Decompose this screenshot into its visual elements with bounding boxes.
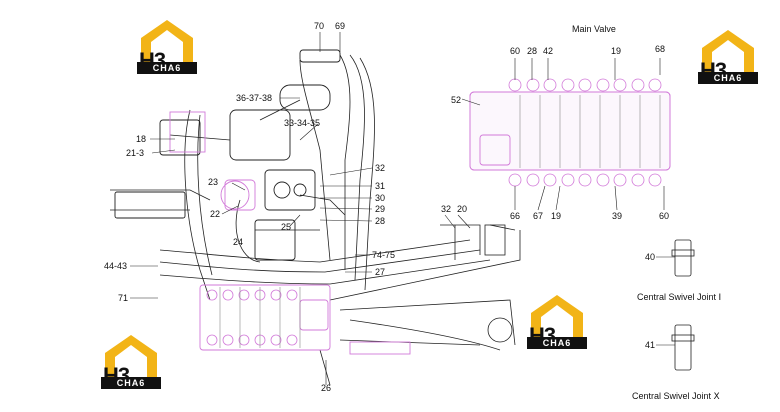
callout-label: 71	[118, 293, 129, 303]
callout-label: 32	[375, 163, 386, 173]
brand-logo: H3 CHA6	[101, 333, 161, 389]
callout-label: 18	[136, 134, 147, 144]
callout-label: 40	[645, 252, 656, 262]
logo-tag: CHA6	[101, 377, 161, 389]
callout-label: 60	[659, 211, 670, 221]
callout-label: 28	[527, 46, 538, 56]
brand-logo: H3 CHA6	[137, 18, 197, 74]
callout-label: 33-34-35	[284, 118, 321, 128]
callout-label: 19	[611, 46, 622, 56]
callout-label: 32	[441, 204, 452, 214]
callout-label: 25	[281, 222, 292, 232]
callout-label: 39	[612, 211, 623, 221]
callout-label: 44-43	[104, 261, 128, 271]
callout-label: 24	[233, 237, 244, 247]
callout-label: 67	[533, 211, 544, 221]
callout-label: 60	[510, 46, 521, 56]
pump-assembly	[114, 49, 341, 261]
callout-label: 70	[314, 21, 325, 31]
callout-label: 52	[451, 95, 462, 105]
swivel-joint-caption: Central Swivel Joint Ⅰ	[637, 292, 722, 302]
brand-logo: H3 CHA6	[527, 293, 587, 349]
callout-label: 30	[375, 193, 386, 203]
callout-label: 23	[208, 177, 219, 187]
callout-label: 26	[321, 383, 332, 393]
logo-tag: CHA6	[137, 62, 197, 74]
callout-label: 66	[510, 211, 521, 221]
valve-spool-lines	[219, 95, 661, 348]
house-icon	[702, 30, 754, 72]
callout-label: 22	[210, 209, 221, 219]
callout-label: 27	[375, 267, 386, 277]
callout-label: 29	[375, 204, 386, 214]
house-icon	[141, 20, 193, 62]
callout-label: 20	[457, 204, 468, 214]
callout-label: 74-75	[372, 250, 396, 260]
highlighted-parts	[169, 91, 671, 355]
logo-tag: CHA6	[698, 72, 758, 84]
callout-label: 41	[645, 340, 656, 350]
callout-label: 42	[543, 46, 554, 56]
callout-label: 36-37-38	[236, 93, 273, 103]
brand-logo: H3 CHA6	[698, 28, 758, 84]
house-icon	[105, 335, 157, 377]
callout-label: 19	[551, 211, 562, 221]
main-valve-title: Main Valve	[572, 24, 616, 34]
callout-label: 68	[655, 44, 666, 54]
callout-label: 69	[335, 21, 346, 31]
swivel-joints	[484, 224, 695, 371]
callout-label: 31	[375, 181, 386, 191]
logo-tag: CHA6	[527, 337, 587, 349]
leader-lines	[130, 32, 675, 385]
callout-label: 28	[375, 216, 386, 226]
swivel-joint-caption: Central Swivel Joint Ⅹ	[632, 391, 720, 401]
house-icon	[531, 295, 583, 337]
callout-label: 21-3	[126, 148, 145, 158]
